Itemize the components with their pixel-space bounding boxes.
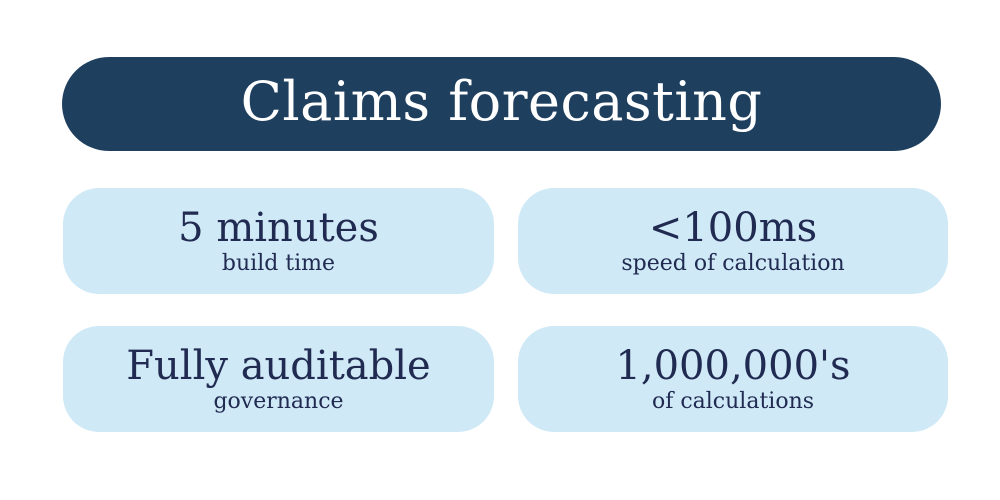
stat-card-governance: Fully auditable governance — [63, 326, 494, 432]
page-title: Claims forecasting — [240, 70, 763, 133]
stat-value: 1,000,000's — [615, 343, 851, 389]
stat-label: build time — [221, 251, 336, 276]
stat-value: 5 minutes — [178, 205, 379, 251]
stat-card-speed: <100ms speed of calculation — [518, 188, 948, 294]
title-banner: Claims forecasting — [62, 57, 941, 151]
stat-label: speed of calculation — [621, 251, 845, 276]
stat-value: Fully auditable — [126, 343, 431, 389]
stat-card-calculations: 1,000,000's of calculations — [518, 326, 948, 432]
stat-label: of calculations — [651, 389, 815, 414]
stat-value: <100ms — [648, 205, 818, 251]
stat-card-build-time: 5 minutes build time — [63, 188, 494, 294]
stat-label: governance — [213, 389, 344, 414]
